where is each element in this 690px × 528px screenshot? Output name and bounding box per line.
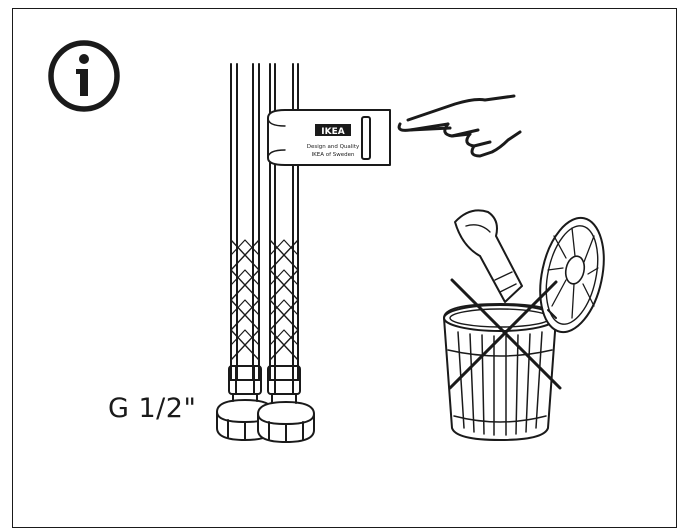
info-icon [48,40,120,112]
tag-line2: IKEA of Sweden [312,152,356,158]
ikea-logo [315,124,351,136]
instruction-illustration: IKEA Design and Quality IKEA of Sweden [48,40,605,443]
hose-left [216,63,274,441]
hose-thread-size-label: G 1/2" [108,393,197,424]
pointing-hand-icon [397,94,522,158]
tag-brand: IKEA [321,127,344,137]
tag-line1: Design and Quality [307,144,360,150]
hose-tag: IKEA Design and Quality IKEA of Sweden [267,109,391,166]
bin-lid [539,216,605,334]
prohibited-cross [448,278,562,390]
discarded-tag [454,209,523,303]
trash-bin-crossed-icon [443,209,605,441]
